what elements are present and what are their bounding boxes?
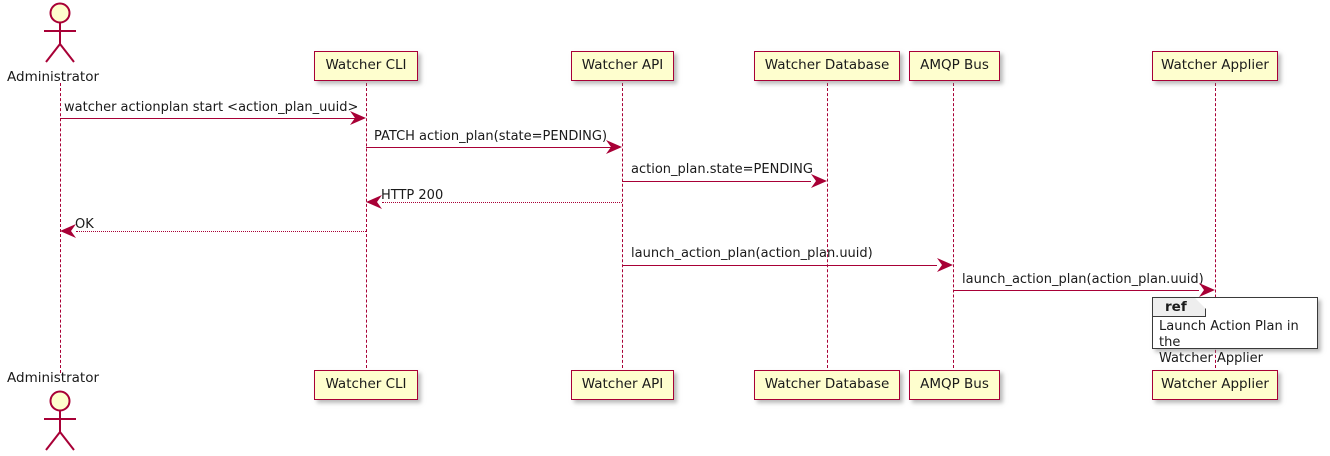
actor-administrator-top — [38, 2, 82, 64]
message-line-1 — [60, 118, 358, 119]
lifeline-watcher-cli — [366, 83, 367, 373]
message-arrowhead-3 — [811, 174, 827, 188]
message-label-6: launch_action_plan(action_plan.uuid) — [631, 246, 873, 261]
message-label-7: launch_action_plan(action_plan.uuid) — [962, 272, 1204, 287]
lifeline-watcher-api — [622, 83, 623, 373]
participant-watcher-applier-top[interactable]: Watcher Applier — [1152, 51, 1278, 81]
message-line-2 — [366, 147, 614, 148]
message-arrowhead-5 — [60, 224, 76, 238]
participant-watcher-cli-top[interactable]: Watcher CLI — [314, 51, 418, 81]
participant-watcher-database-bottom[interactable]: Watcher Database — [754, 370, 900, 400]
participant-watcher-applier-bottom[interactable]: Watcher Applier — [1152, 370, 1278, 400]
participant-label-watcher-database-top: Watcher Database — [764, 57, 890, 74]
participant-watcher-database-top[interactable]: Watcher Database — [754, 51, 900, 81]
message-arrowhead-7 — [1199, 283, 1215, 297]
participant-label-administrator-bottom: Administrator — [7, 370, 100, 386]
message-arrowhead-4 — [366, 195, 382, 209]
message-line-4 — [382, 202, 622, 203]
message-label-1: watcher actionplan start <action_plan_uu… — [64, 100, 359, 115]
message-line-7 — [953, 290, 1199, 291]
participant-label-watcher-applier-bottom: Watcher Applier — [1161, 376, 1269, 393]
participant-label-watcher-cli-top: Watcher CLI — [325, 57, 407, 74]
message-line-3 — [622, 181, 811, 182]
message-label-4: HTTP 200 — [381, 188, 444, 203]
ref-fragment-keyword-tab: ref — [1153, 298, 1206, 317]
message-arrowhead-6 — [937, 258, 953, 272]
message-label-3: action_plan.state=PENDING — [631, 162, 813, 177]
participant-watcher-cli-bottom[interactable]: Watcher CLI — [314, 370, 418, 400]
message-label-5: OK — [75, 217, 94, 232]
participant-watcher-api-bottom[interactable]: Watcher API — [571, 370, 674, 400]
ref-fragment-body: Launch Action Plan in the Watcher Applie… — [1159, 319, 1299, 366]
lifeline-amqp-bus — [953, 83, 954, 373]
participant-label-administrator-top: Administrator — [7, 69, 100, 85]
lifeline-watcher-database — [827, 83, 828, 373]
message-line-5 — [76, 231, 366, 232]
participant-watcher-api-top[interactable]: Watcher API — [571, 51, 674, 81]
lifeline-watcher-applier — [1215, 83, 1216, 373]
participant-label-watcher-api-bottom: Watcher API — [581, 376, 664, 393]
participant-label-watcher-api-top: Watcher API — [581, 57, 664, 74]
ref-fragment-keyword: ref — [1165, 299, 1187, 315]
ref-fragment-box: ref Launch Action Plan in the Watcher Ap… — [1152, 297, 1318, 366]
participant-label-watcher-applier-top: Watcher Applier — [1161, 57, 1269, 74]
message-arrowhead-1 — [350, 111, 366, 125]
participant-label-amqp-bus-bottom: AMQP Bus — [920, 376, 989, 393]
message-line-6 — [622, 265, 937, 266]
message-label-2: PATCH action_plan(state=PENDING) — [374, 129, 608, 144]
participant-label-watcher-database-bottom: Watcher Database — [764, 376, 890, 393]
participant-label-amqp-bus-top: AMQP Bus — [920, 57, 989, 74]
actor-administrator-bottom — [38, 390, 82, 452]
participant-amqp-bus-top[interactable]: AMQP Bus — [909, 51, 1000, 81]
lifeline-administrator — [60, 83, 61, 373]
participant-label-watcher-cli-bottom: Watcher CLI — [325, 376, 407, 393]
participant-amqp-bus-bottom[interactable]: AMQP Bus — [909, 370, 1000, 400]
message-arrowhead-2 — [606, 140, 622, 154]
